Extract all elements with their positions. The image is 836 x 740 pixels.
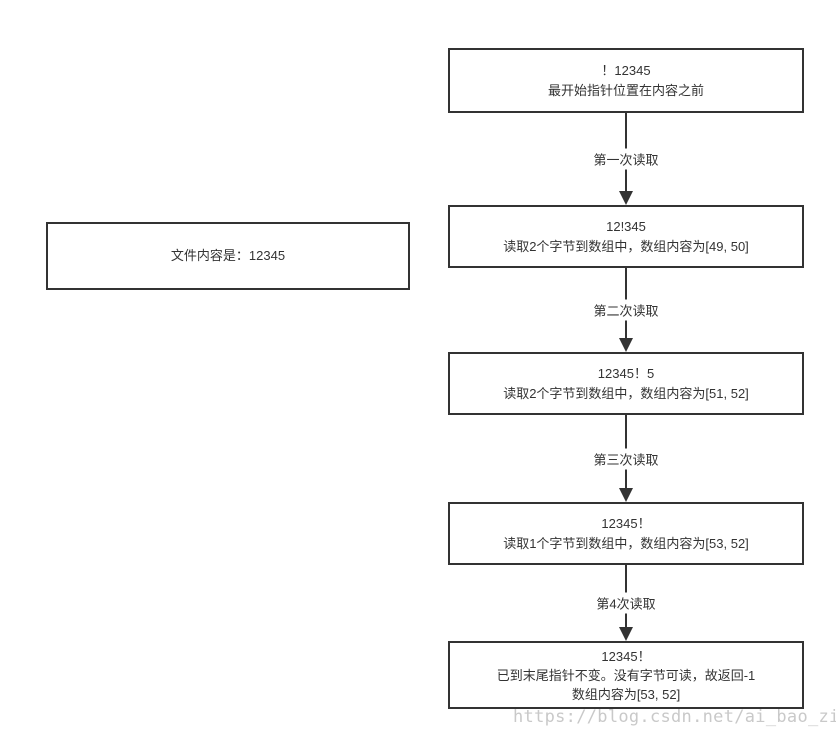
arrow-label-wrap: 第4次读取 [566,592,686,614]
arrow-label-wrap: 第一次读取 [566,148,686,170]
step-description-text: 已到末尾指针不变。没有字节可读，故返回-1 [496,667,756,683]
arrow-label-wrap: 第二次读取 [566,299,686,321]
step-box-initial-pointer: ！12345 最开始指针位置在内容之前 [448,48,804,113]
arrow-down-icon [619,488,633,502]
step-description-text: 读取2个字节到数组中，数组内容为[51, 52] [503,385,749,401]
arrow-label: 第三次读取 [591,448,661,469]
step-description-text: 读取2个字节到数组中，数组内容为[49, 50] [503,238,749,254]
arrow-down-icon [619,627,633,641]
step-description-text: 最开始指针位置在内容之前 [547,82,704,98]
step-state-text: 12345！5 [597,365,655,381]
arrow-down-icon [619,191,633,205]
step-state-text: 12345！ [601,515,651,531]
step-box-read-3: 12345！ 读取1个字节到数组中，数组内容为[53, 52] [448,502,804,565]
arrow-down-icon [619,338,633,352]
flow-arrow-third-read: 第三次读取 [566,415,686,502]
step-box-end-of-file: 12345！ 已到末尾指针不变。没有字节可读，故返回-1 数组内容为[53, 5… [448,641,804,709]
watermark-url: https://blog.csdn.net/ai_bao_zi [513,707,836,727]
step-state-text: 12!345 [606,218,646,234]
step-array-text: 数组内容为[53, 52] [571,686,681,702]
step-state-text: 12345！ [601,648,651,664]
arrow-label: 第二次读取 [591,299,661,321]
step-box-read-2: 12345！5 读取2个字节到数组中，数组内容为[51, 52] [448,352,804,415]
step-state-text: ！12345 [601,62,651,78]
flow-arrow-fourth-read: 第4次读取 [566,565,686,641]
flow-arrow-first-read: 第一次读取 [566,113,686,205]
arrow-label: 第一次读取 [591,148,661,170]
file-content-text: 文件内容是：12345 [170,248,286,263]
arrow-label: 第4次读取 [594,592,658,614]
flow-arrow-second-read: 第二次读取 [566,268,686,352]
step-description-text: 读取1个字节到数组中，数组内容为[53, 52] [503,535,749,551]
file-content-box: 文件内容是：12345 [46,222,410,290]
arrow-label-wrap: 第三次读取 [566,448,686,469]
step-box-read-1: 12!345 读取2个字节到数组中，数组内容为[49, 50] [448,205,804,268]
